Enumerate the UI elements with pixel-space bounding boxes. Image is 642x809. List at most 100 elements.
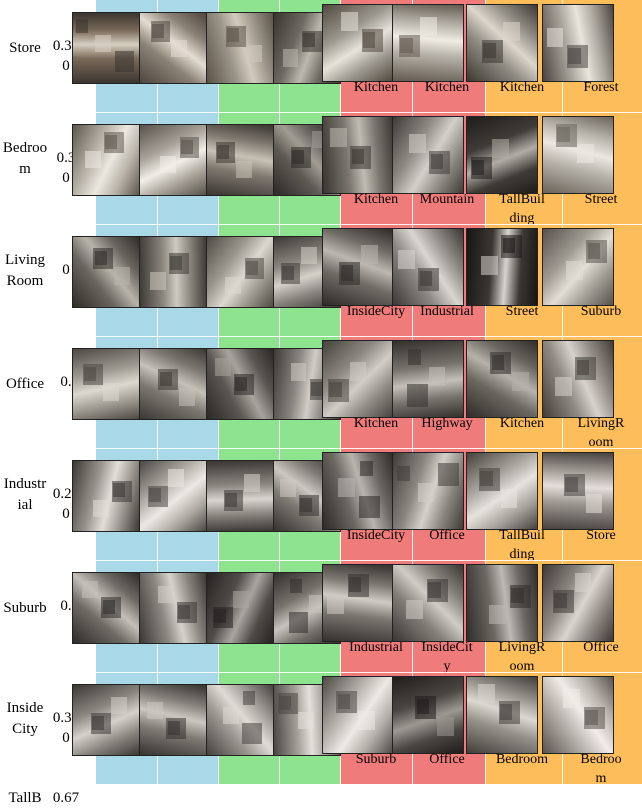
photo-detail [84, 150, 101, 169]
accuracy-score: 0. [60, 598, 72, 614]
predicted-label: Kitchen [499, 416, 545, 431]
industrial-tall-thumbnail [466, 452, 538, 530]
living-suburb-thumbnail [542, 228, 614, 306]
photo-detail [243, 690, 256, 705]
living-industrial-thumbnail [392, 228, 464, 306]
living-2-thumbnail [139, 236, 207, 308]
photo-detail [417, 483, 435, 503]
photo-detail [437, 716, 454, 736]
photo-detail [82, 364, 103, 386]
photo-detail [234, 374, 254, 396]
photo-detail [327, 379, 349, 402]
photo-detail [327, 594, 344, 614]
bedroom-3-thumbnail [206, 124, 274, 196]
photo-detail [426, 579, 448, 603]
photo-detail [360, 460, 373, 476]
photo-detail [339, 262, 361, 286]
photo-detail [489, 605, 507, 625]
photo-detail [226, 25, 246, 47]
grid-hline [96, 448, 642, 449]
predicted-label: LivingR oom [498, 640, 546, 674]
photo-detail [564, 473, 585, 497]
photo-detail [577, 144, 595, 164]
photo-detail [298, 711, 315, 730]
predicted-label: Industrial [349, 640, 403, 655]
predicted-label: Suburb [580, 304, 622, 319]
photo-detail [160, 155, 177, 174]
photo-detail [76, 18, 89, 33]
class-label: Store [9, 40, 41, 56]
predicted-label: Kitchen [499, 80, 545, 95]
photo-detail [575, 356, 597, 380]
insidecity-1-thumbnail [72, 684, 140, 756]
bedroom-mountain-thumbnail [392, 116, 464, 194]
office-3-thumbnail [206, 348, 274, 420]
photo-detail [585, 494, 603, 514]
office-kitchen2-thumbnail [466, 340, 538, 418]
suburb-3-thumbnail [206, 572, 274, 644]
photo-detail [350, 145, 372, 169]
photo-detail [586, 240, 608, 264]
predicted-label: Kitchen [353, 80, 399, 95]
photo-detail [406, 599, 424, 619]
photo-detail [280, 262, 301, 284]
predicted-label: TallBuil ding [499, 192, 545, 226]
photo-detail [147, 701, 164, 720]
predicted-label: Street [584, 192, 618, 207]
photo-detail [90, 713, 111, 734]
insidecity-bedroom2-thumbnail [542, 676, 614, 754]
photo-detail [150, 20, 171, 42]
photo-detail [93, 248, 114, 270]
photo-detail [157, 585, 174, 604]
photo-detail [358, 495, 380, 519]
photo-detail [546, 27, 564, 47]
photo-detail [82, 580, 99, 599]
office-living-thumbnail [542, 340, 614, 418]
accuracy-score: 0 [62, 262, 70, 278]
predicted-label: TallBuil ding [499, 528, 545, 562]
photo-detail [104, 132, 124, 153]
photo-detail [95, 34, 112, 53]
office-2-thumbnail [139, 348, 207, 420]
bedroom-tall-thumbnail [466, 116, 538, 194]
predicted-label: Highway [421, 416, 473, 431]
photo-detail [563, 689, 581, 709]
insidecity-office-thumbnail [392, 676, 464, 754]
living-3-thumbnail [206, 236, 274, 308]
class-label: Bedroom [2, 140, 48, 177]
predicted-label: Mountain [419, 192, 475, 207]
office-kitchen-thumbnail [322, 340, 394, 418]
predicted-label: Store [586, 528, 616, 543]
photo-detail [233, 590, 250, 608]
photo-detail [290, 363, 307, 381]
predicted-label: InsideCity [346, 304, 406, 319]
photo-detail [429, 151, 451, 174]
accuracy-score: 0.3 0 [56, 150, 76, 186]
photo-detail [478, 468, 500, 491]
photo-detail [554, 377, 572, 397]
photo-detail [113, 267, 130, 285]
photo-detail [481, 39, 503, 63]
photo-detail [566, 45, 588, 69]
suburb-insidecity-thumbnail [392, 564, 464, 642]
photo-detail [407, 384, 428, 408]
predicted-label: Kitchen [424, 80, 470, 95]
accuracy-score: 0.67 [52, 790, 80, 806]
living-insidecity-thumbnail [322, 228, 394, 306]
photo-detail [347, 574, 369, 597]
bedroom-2-thumbnail [139, 124, 207, 196]
grid-hline [96, 112, 642, 113]
predicted-label: Street [505, 304, 539, 319]
bedroom-street-thumbnail [542, 116, 614, 194]
photo-detail [169, 253, 189, 275]
photo-detail [361, 29, 383, 53]
predicted-label: InsideCit y [421, 640, 473, 674]
photo-detail [299, 495, 319, 517]
photo-detail [92, 499, 109, 517]
living-street-thumbnail [466, 228, 538, 306]
photo-detail [428, 366, 446, 386]
photo-detail [178, 388, 195, 406]
photo-detail [552, 590, 574, 613]
photo-detail [176, 601, 197, 623]
predicted-label: Industrial [420, 304, 474, 319]
